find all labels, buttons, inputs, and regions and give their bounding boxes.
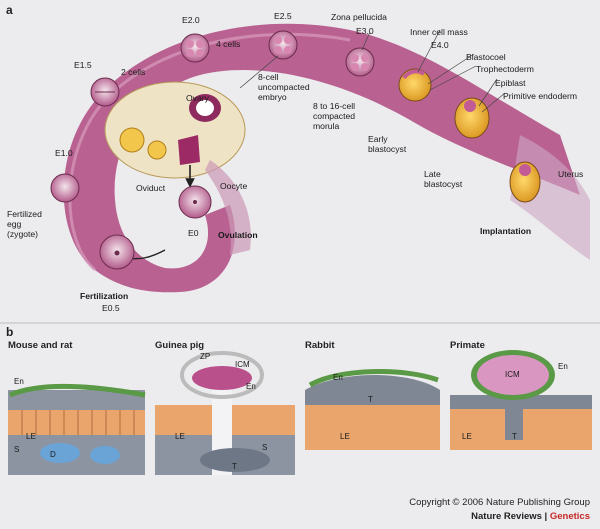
journal-separator: | xyxy=(542,511,550,522)
label-en-rabbit: En xyxy=(333,373,343,383)
label-trophectoderm: Trophectoderm xyxy=(476,64,534,74)
label-e4-0: E4.0 xyxy=(431,40,449,50)
late-blastocyst xyxy=(510,162,540,202)
mouse-implantation-figure xyxy=(8,386,145,475)
label-ovulation: Ovulation xyxy=(218,230,258,240)
four-cell-embryo xyxy=(181,34,209,62)
label-primitive-endoderm: Primitive endoderm xyxy=(503,91,577,101)
label-e1-5: E1.5 xyxy=(74,60,92,70)
label-blastocoel: Blastocoel xyxy=(466,52,506,62)
panel-b-letter: b xyxy=(6,325,13,339)
guinea-pig-implantation-figure xyxy=(155,353,295,475)
journal-credit: Nature Reviews | Genetics xyxy=(471,511,590,522)
label-e0-5: E0.5 xyxy=(102,303,120,313)
label-oviduct: Oviduct xyxy=(136,183,165,193)
subtitle-rabbit: Rabbit xyxy=(305,340,335,351)
label-t-primate: T xyxy=(512,432,517,442)
panel-a-letter: a xyxy=(6,3,13,17)
subtitle-guinea-pig: Guinea pig xyxy=(155,340,204,351)
label-le-rabbit: LE xyxy=(340,432,350,442)
fertilized-egg xyxy=(100,235,134,269)
label-inner-cell-mass: Inner cell mass xyxy=(410,27,468,37)
oocyte xyxy=(179,186,211,218)
eight-cell-embryo xyxy=(269,31,297,59)
label-ovary: Ovary xyxy=(186,93,209,103)
label-en-guinea: En xyxy=(246,382,256,392)
label-implantation: Implantation xyxy=(480,226,531,236)
blastocyst xyxy=(455,98,489,138)
label-e3-0: E3.0 xyxy=(356,26,374,36)
label-fertilization: Fertilization xyxy=(80,291,128,301)
label-le-mouse: LE xyxy=(26,432,36,442)
label-zp-guinea: ZP xyxy=(200,352,210,362)
early-blastocyst xyxy=(399,69,431,101)
label-uterus: Uterus xyxy=(558,169,583,179)
subtitle-primate: Primate xyxy=(450,340,485,351)
label-icm-primate: ICM xyxy=(505,370,520,380)
label-t-guinea: T xyxy=(232,462,237,472)
journal-name: Nature Reviews xyxy=(471,511,542,522)
label-late-blastocyst: Late blastocyst xyxy=(424,169,462,189)
label-eight-cell: 8-cell uncompacted embryo xyxy=(258,72,310,102)
subtitle-mouse-rat: Mouse and rat xyxy=(8,340,72,351)
rabbit-implantation-figure xyxy=(305,372,440,450)
morula xyxy=(346,48,374,76)
label-t-rabbit: T xyxy=(368,395,373,405)
label-icm-guinea: ICM xyxy=(235,360,250,370)
journal-section: Genetics xyxy=(550,511,590,522)
copyright: Copyright © 2006 Nature Publishing Group xyxy=(409,497,590,508)
label-early-blastocyst: Early blastocyst xyxy=(368,134,406,154)
label-epiblast: Epiblast xyxy=(495,78,526,88)
label-en-primate: En xyxy=(558,362,568,372)
two-cell-embryo xyxy=(91,78,119,106)
label-e2-5: E2.5 xyxy=(274,11,292,21)
label-en-mouse: En xyxy=(14,377,24,387)
label-e0: E0 xyxy=(188,228,199,238)
label-le-guinea: LE xyxy=(175,432,185,442)
label-le-primate: LE xyxy=(462,432,472,442)
label-s-mouse: S xyxy=(14,445,19,455)
label-morula: 8 to 16-cell compacted morula xyxy=(313,101,355,131)
label-two-cells: 2 cells xyxy=(121,67,145,77)
label-oocyte: Oocyte xyxy=(220,181,247,191)
label-zona-pellucida: Zona pellucida xyxy=(331,12,387,22)
label-s-guinea: S xyxy=(262,443,267,453)
label-fertilized-egg: Fertilized egg (zygote) xyxy=(7,209,42,239)
label-d-mouse: D xyxy=(50,450,56,460)
label-four-cells: 4 cells xyxy=(216,39,240,49)
label-e1-0: E1.0 xyxy=(55,148,73,158)
zygote xyxy=(51,174,79,202)
label-e2-0: E2.0 xyxy=(182,15,200,25)
